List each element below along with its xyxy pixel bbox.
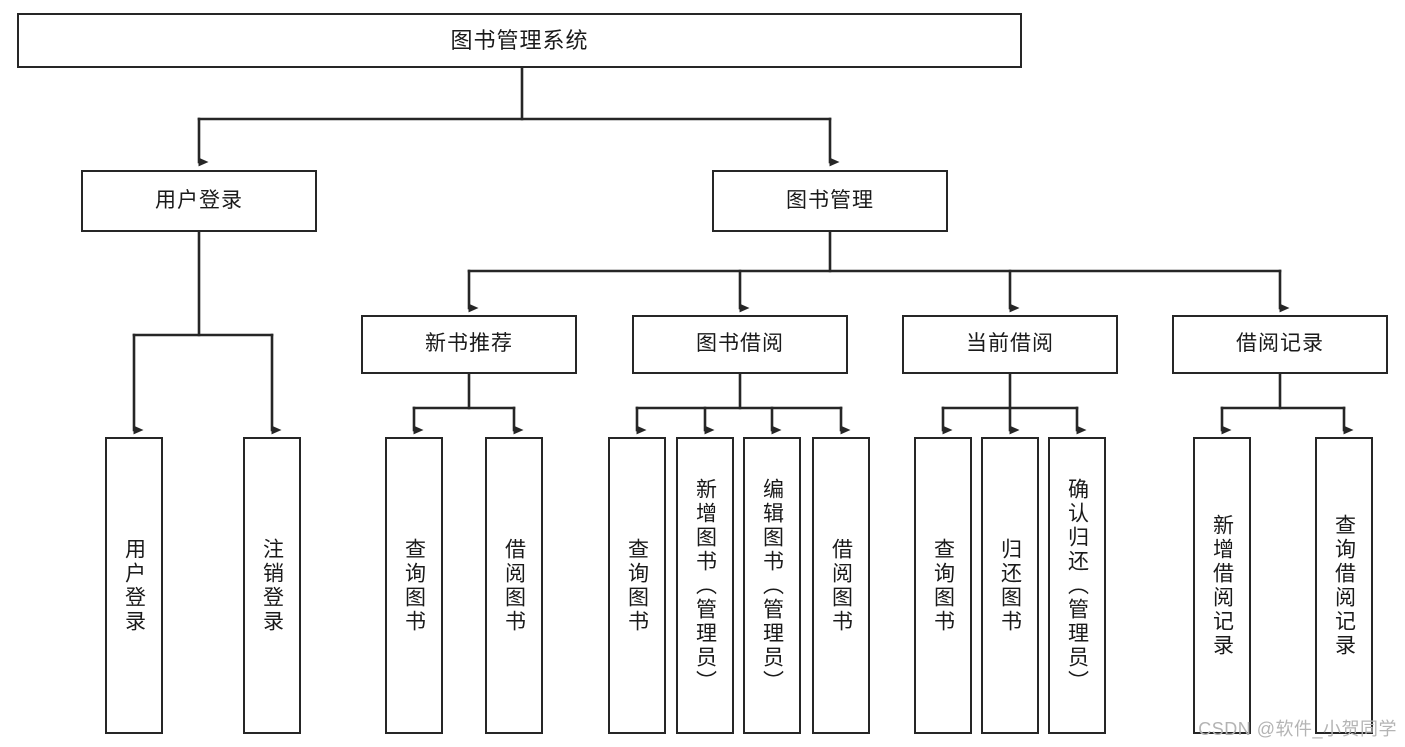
csdn-watermark: CSDN @软件_小贺同学 <box>1198 719 1397 739</box>
node-leaf-query-book-borrow-label: 查询图书 <box>625 537 649 634</box>
node-leaf-logout[interactable]: 注销登录 <box>243 437 301 734</box>
node-leaf-add-borrow-record[interactable]: 新增借阅记录 <box>1193 437 1251 734</box>
node-leaf-query-book-current-label: 查询图书 <box>931 537 955 634</box>
node-leaf-borrow-book-recommend-label: 借阅图书 <box>502 537 526 634</box>
node-leaf-query-book-recommend-label: 查询图书 <box>402 537 426 634</box>
node-leaf-user-login-label: 用户登录 <box>122 537 146 634</box>
node-current-borrow-label: 当前借阅 <box>966 332 1054 356</box>
node-leaf-logout-label: 注销登录 <box>260 537 284 634</box>
node-leaf-borrow-book[interactable]: 借阅图书 <box>812 437 870 734</box>
node-leaf-add-book-admin-label: 新增图书（管理员） <box>693 477 717 694</box>
node-user-login-label: 用户登录 <box>155 188 243 212</box>
node-book-management[interactable]: 图书管理 <box>712 170 948 232</box>
node-leaf-query-book-recommend[interactable]: 查询图书 <box>385 437 443 734</box>
node-leaf-borrow-book-label: 借阅图书 <box>829 537 853 634</box>
node-leaf-confirm-return-admin-label: 确认归还（管理员） <box>1065 477 1089 694</box>
node-book-management-label: 图书管理 <box>786 188 874 212</box>
node-new-book-recommend[interactable]: 新书推荐 <box>361 315 577 374</box>
node-leaf-edit-book-admin-label: 编辑图书（管理员） <box>760 477 784 694</box>
node-leaf-confirm-return-admin[interactable]: 确认归还（管理员） <box>1048 437 1106 734</box>
node-leaf-user-login[interactable]: 用户登录 <box>105 437 163 734</box>
node-root-system-label: 图书管理系统 <box>450 27 589 53</box>
node-root-system[interactable]: 图书管理系统 <box>17 13 1022 68</box>
node-leaf-borrow-book-recommend[interactable]: 借阅图书 <box>485 437 543 734</box>
node-leaf-edit-book-admin[interactable]: 编辑图书（管理员） <box>743 437 801 734</box>
node-book-borrow[interactable]: 图书借阅 <box>632 315 848 374</box>
node-user-login[interactable]: 用户登录 <box>81 170 317 232</box>
node-borrow-record-label: 借阅记录 <box>1236 332 1324 356</box>
node-leaf-query-borrow-record[interactable]: 查询借阅记录 <box>1315 437 1373 734</box>
node-current-borrow[interactable]: 当前借阅 <box>902 315 1118 374</box>
node-leaf-return-book[interactable]: 归还图书 <box>981 437 1039 734</box>
node-leaf-return-book-label: 归还图书 <box>998 537 1022 634</box>
node-borrow-record[interactable]: 借阅记录 <box>1172 315 1388 374</box>
node-book-borrow-label: 图书借阅 <box>696 332 784 356</box>
node-leaf-query-borrow-record-label: 查询借阅记录 <box>1332 513 1356 658</box>
node-leaf-query-book-borrow[interactable]: 查询图书 <box>608 437 666 734</box>
node-new-book-recommend-label: 新书推荐 <box>425 332 513 356</box>
node-leaf-add-borrow-record-label: 新增借阅记录 <box>1210 513 1234 658</box>
node-leaf-add-book-admin[interactable]: 新增图书（管理员） <box>676 437 734 734</box>
node-leaf-query-book-current[interactable]: 查询图书 <box>914 437 972 734</box>
